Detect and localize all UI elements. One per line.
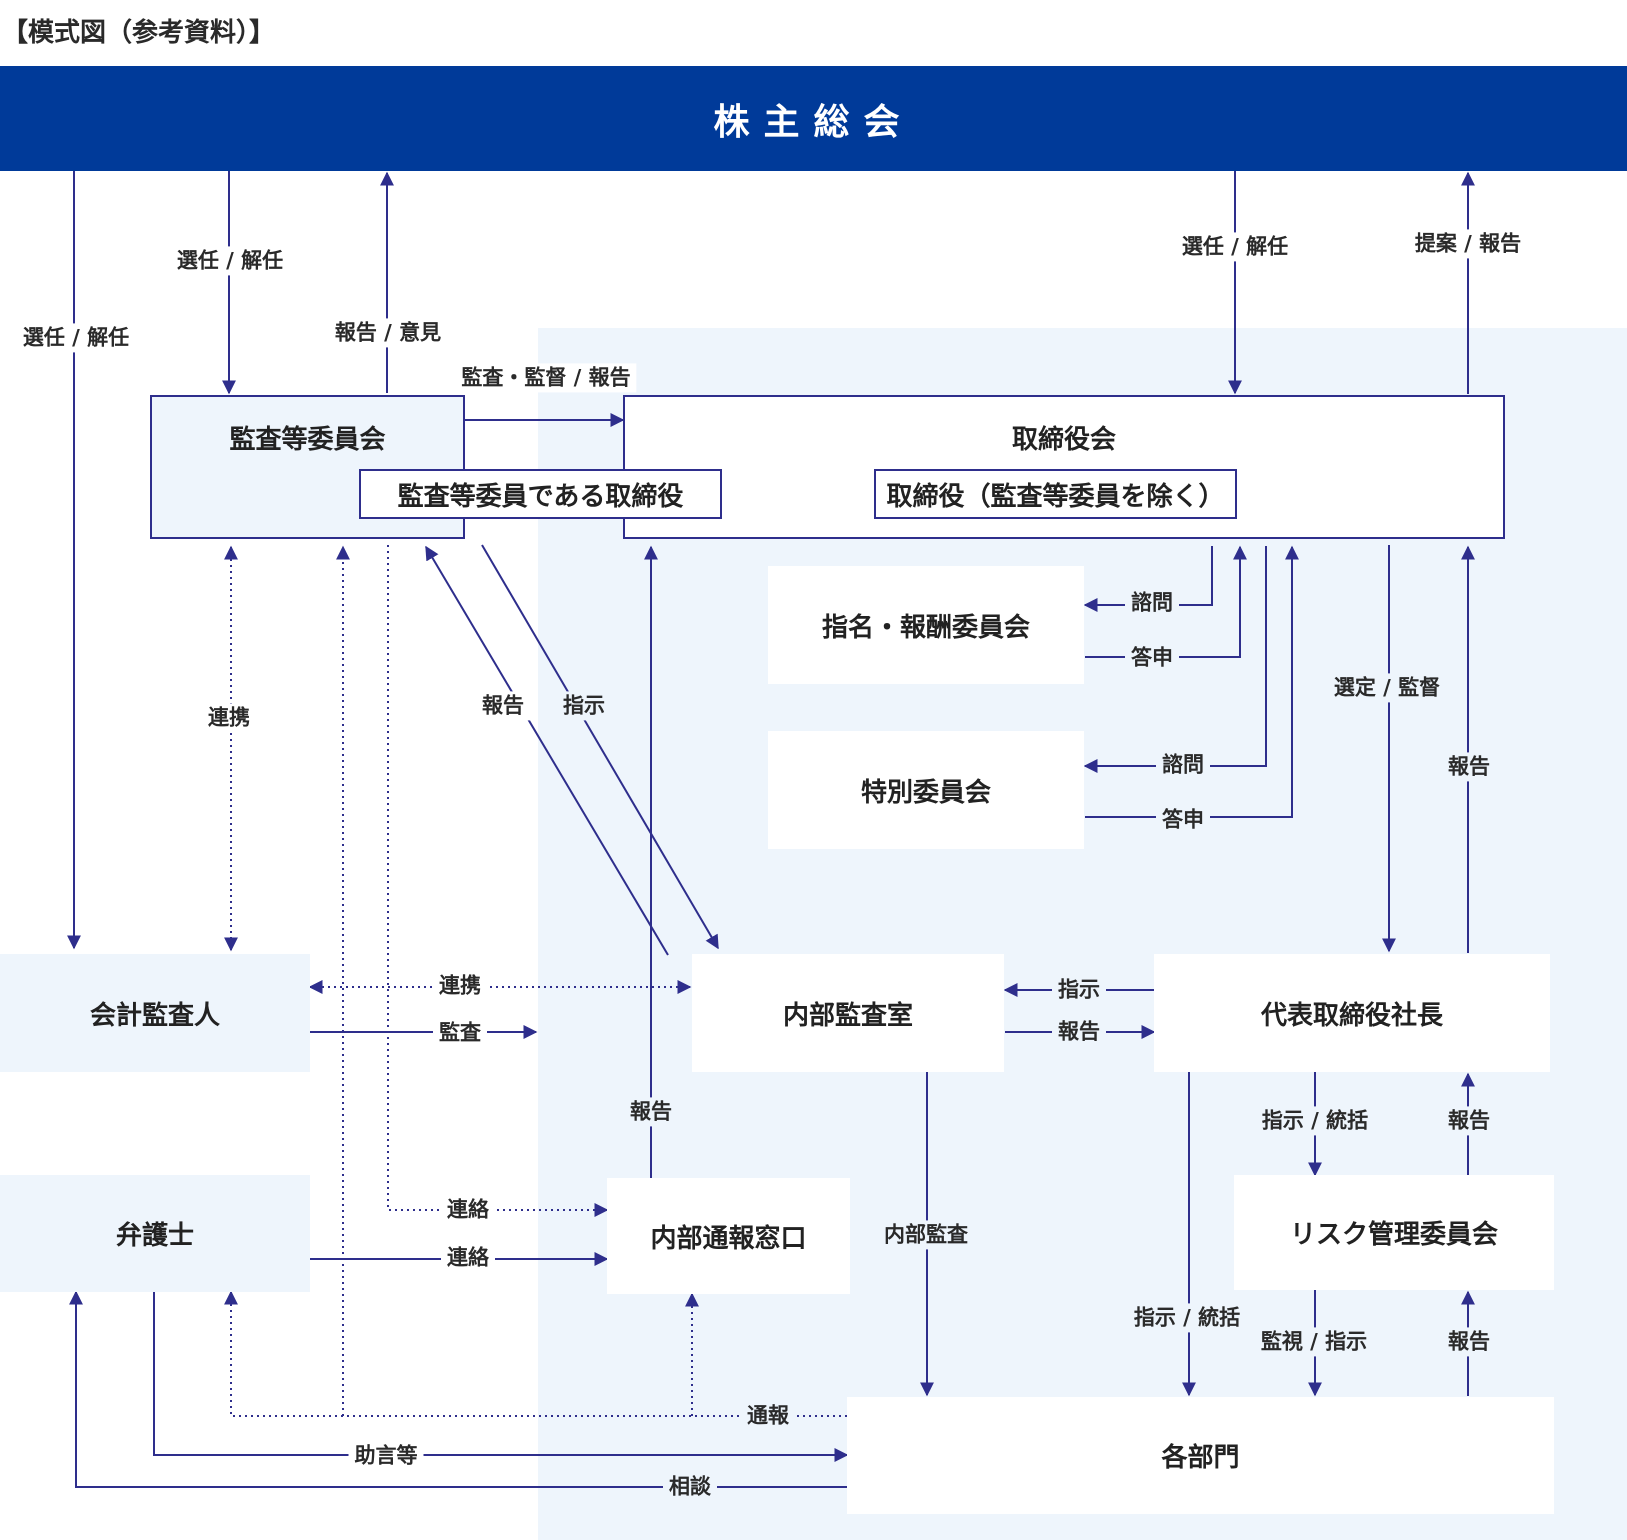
label-instruct-risk: 指示 / 統括 [1255, 1106, 1375, 1136]
label-contact-dotted: 連絡 [441, 1195, 495, 1225]
label-proposal-report: 提案 / 報告 [1408, 229, 1528, 259]
label-answer-nomination: 答申 [1125, 643, 1179, 673]
accounting-auditor-box: 会計監査人 [0, 954, 310, 1072]
audit-committee-label: 監査等委員会 [229, 425, 386, 455]
label-instruct-president-ia: 指示 [1052, 975, 1106, 1005]
president-box: 代表取締役社長 [1154, 954, 1550, 1072]
label-report-opinion: 報告 / 意見 [328, 318, 448, 348]
label-answer-special: 答申 [1156, 805, 1210, 835]
nomination-committee-box: 指名・報酬委員会 [768, 566, 1084, 684]
departments-box: 各部門 [847, 1397, 1554, 1514]
label-report-desk-board: 報告 [624, 1097, 678, 1127]
label-instruct-dept: 指示 / 統括 [1127, 1303, 1247, 1333]
arrow-answer-special [1085, 545, 1299, 818]
risk-committee-box: リスク管理委員会 [1234, 1175, 1554, 1290]
label-contact-lawyer: 連絡 [441, 1243, 495, 1273]
label-audit: 監査 [433, 1018, 487, 1048]
diagram-caption: 【模式図（参考資料）】 [2, 18, 276, 48]
label-cooperation-vertical: 連携 [202, 703, 256, 733]
other-directors-box: 取締役（監査等委員を除く） [874, 469, 1237, 519]
label-elect-board: 選任 / 解任 [1175, 232, 1295, 262]
label-report-ia-committee: 報告 [476, 691, 530, 721]
audit-member-director-box: 監査等委員である取締役 [359, 469, 722, 519]
lawyer-box: 弁護士 [0, 1175, 310, 1292]
arrow-instruct-committee-ia [481, 544, 719, 950]
label-consult-special: 諮問 [1156, 750, 1210, 780]
arrow-notify-lawyer [224, 1290, 847, 1417]
shareholders-meeting-title: 株主総会 [713, 101, 914, 143]
label-elect-accounting-auditor: 選任 / 解任 [16, 323, 136, 353]
label-audit-supervise-report: 監査・監督 / 報告 [455, 363, 637, 393]
label-report-president-board: 報告 [1442, 752, 1496, 782]
label-advice: 助言等 [348, 1441, 424, 1471]
label-elect-audit-committee: 選任 / 解任 [170, 246, 290, 276]
board-label: 取締役会 [1011, 425, 1116, 455]
label-report-risk-president: 報告 [1442, 1106, 1496, 1136]
shareholders-meeting-banner: 株主総会 [0, 66, 1627, 171]
internal-audit-box: 内部監査室 [692, 954, 1004, 1072]
label-consult-nomination: 諮問 [1125, 588, 1179, 618]
label-consultation: 相談 [663, 1472, 717, 1502]
arrow-report-ia-committee [425, 545, 669, 956]
label-cooperation-horizontal: 連携 [433, 971, 487, 1001]
label-internal-audit-dept: 内部監査 [878, 1220, 974, 1250]
label-select-supervise: 選定 / 監督 [1327, 673, 1447, 703]
whistleblowing-desk-box: 内部通報窓口 [607, 1178, 850, 1294]
arrow-consultation [69, 1290, 847, 1488]
label-report-ia-president: 報告 [1052, 1017, 1106, 1047]
label-report-dept-risk: 報告 [1442, 1327, 1496, 1357]
special-committee-box: 特別委員会 [768, 731, 1084, 849]
label-monitor-instruct: 監視 / 指示 [1254, 1327, 1374, 1357]
label-notify: 通報 [741, 1401, 795, 1431]
arrow-consult-special [1083, 546, 1267, 773]
arrow-contact-dotted [387, 545, 609, 1217]
arrow-advice [153, 1290, 849, 1462]
label-instruct-committee-ia: 指示 [557, 691, 611, 721]
